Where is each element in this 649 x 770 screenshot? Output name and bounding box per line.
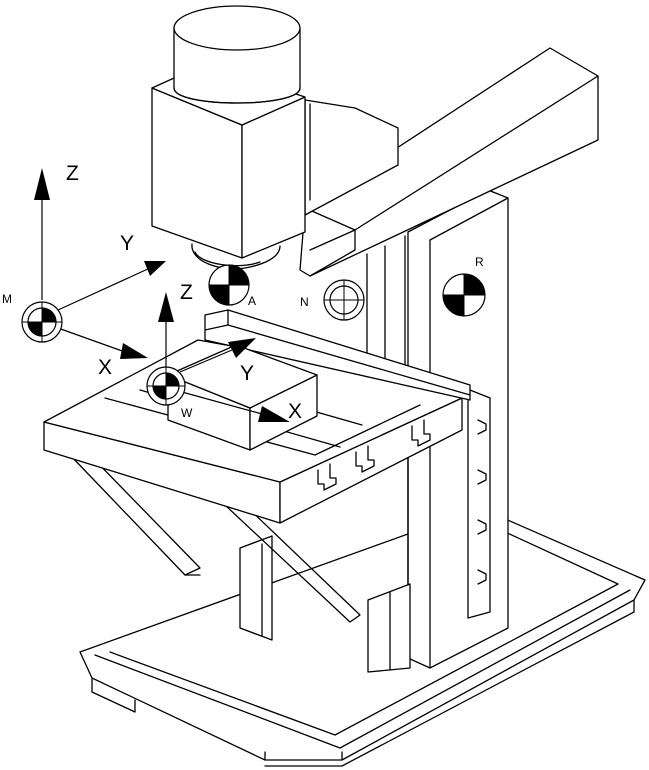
knee [239,379,491,673]
z-arrow-w-icon [158,292,174,322]
y-arrow-w-icon [228,338,256,358]
x-axis-label-w: X [288,400,302,423]
machine-zero-label: M [2,292,12,306]
y-axis-label-m: Y [120,232,134,255]
x-axis-label-m: X [98,356,112,379]
y-axis-label-w: Y [240,362,254,385]
x-arrow-icon [120,343,148,359]
y-arrow-icon [144,261,166,276]
base-pan [79,507,646,767]
workpiece-zero-label: W [181,406,193,420]
workpiece-coordinate-system: Z Y X W [146,281,302,423]
point-a-symbol-icon [208,264,250,306]
point-r-label: R [475,255,484,269]
tool-mount-reference-point: N [300,279,365,321]
spindle-head [151,5,399,270]
x-arrow-w-icon [258,406,290,422]
workpiece-zero-symbol-icon [146,366,186,406]
overarm [299,47,599,277]
z-axis-label-w: Z [180,281,193,304]
tool-reference-point: A [208,264,256,308]
machine-coordinate-system: Z Y X M [2,162,166,379]
point-n-symbol-icon [323,279,365,321]
reference-point-r: R [442,255,486,317]
machine-zero-symbol-icon [21,301,63,343]
z-arrow-icon [34,168,50,200]
point-n-label: N [300,295,309,309]
z-axis-label-m: Z [66,162,79,185]
table-braces [69,454,361,623]
point-a-label: A [248,294,256,308]
point-r-symbol-icon [442,273,486,317]
